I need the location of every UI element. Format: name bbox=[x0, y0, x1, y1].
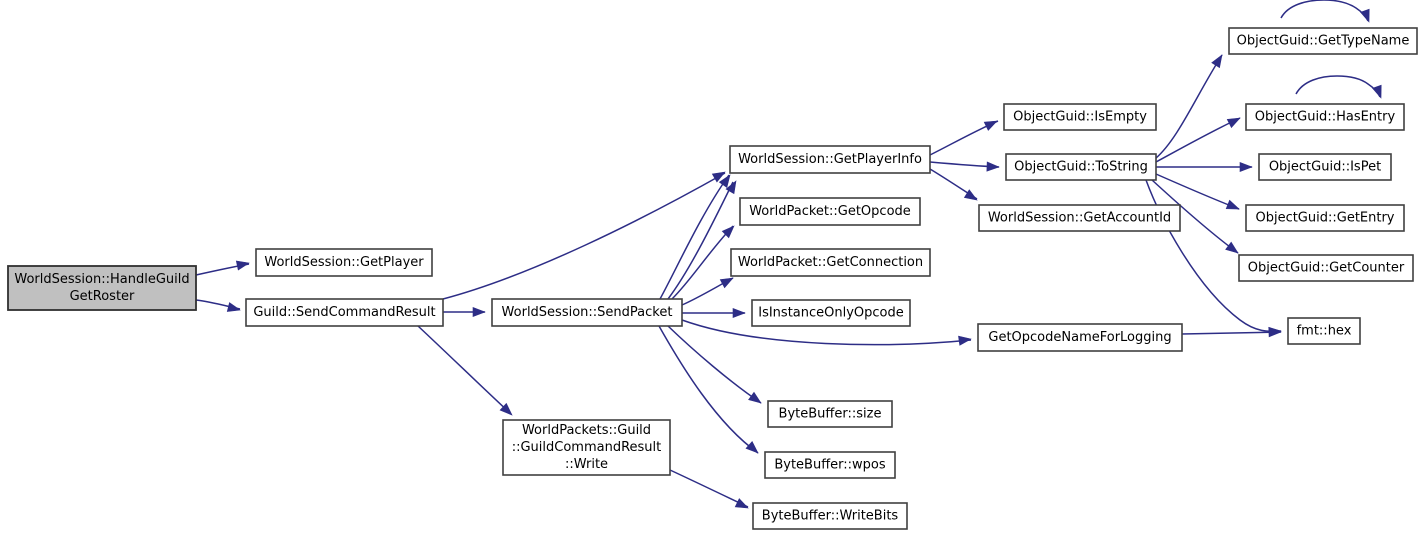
arrowhead-icon bbox=[235, 260, 250, 271]
arrowhead-icon bbox=[748, 391, 762, 404]
arrowhead-icon bbox=[499, 402, 513, 416]
node-objectguid-getcounter[interactable]: ObjectGuid::GetCounter bbox=[1238, 254, 1414, 282]
node-box[interactable] bbox=[1238, 254, 1414, 282]
node-box[interactable] bbox=[1245, 103, 1405, 131]
arrowhead-icon bbox=[719, 277, 734, 289]
node-box[interactable] bbox=[1287, 317, 1361, 345]
node-box[interactable] bbox=[739, 197, 921, 226]
call-edge bbox=[681, 319, 972, 346]
node-box[interactable] bbox=[752, 502, 908, 530]
node-guild-sendcommandresult[interactable]: Guild::SendCommandResult bbox=[245, 298, 444, 327]
nodes-layer: WorldSession::HandleGuildGetRosterWorldS… bbox=[7, 27, 1418, 530]
arrowhead-icon bbox=[725, 180, 737, 195]
node-box[interactable] bbox=[1005, 153, 1157, 181]
arrowhead-icon bbox=[1226, 117, 1241, 129]
call-edge bbox=[442, 172, 726, 300]
node-box[interactable] bbox=[7, 265, 197, 311]
arrowhead-icon bbox=[1268, 327, 1282, 338]
arrowhead-icon bbox=[472, 306, 486, 318]
node-worldpacket-getopcode[interactable]: WorldPacket::GetOpcode bbox=[739, 197, 921, 226]
node-box[interactable] bbox=[1228, 27, 1418, 55]
call-edge bbox=[417, 325, 512, 415]
node-objectguid-gettypename[interactable]: ObjectGuid::GetTypeName bbox=[1228, 27, 1418, 55]
node-objectguid-isempty[interactable]: ObjectGuid::IsEmpty bbox=[1003, 103, 1157, 131]
node-box[interactable] bbox=[491, 298, 683, 327]
call-edge bbox=[667, 181, 734, 300]
edge-self-loop bbox=[1295, 75, 1381, 98]
node-box[interactable] bbox=[764, 451, 896, 479]
node-isinstanceonlyopcode[interactable]: IsInstanceOnlyOpcode bbox=[751, 299, 911, 327]
call-edge bbox=[1155, 173, 1240, 210]
call-edge bbox=[659, 174, 730, 300]
node-box[interactable] bbox=[255, 248, 433, 277]
call-edge bbox=[658, 325, 759, 454]
arrowhead-icon bbox=[963, 189, 978, 201]
arrowhead-icon bbox=[958, 335, 972, 346]
node-box[interactable] bbox=[977, 323, 1183, 352]
node-objectguid-tostring[interactable]: ObjectGuid::ToString bbox=[1005, 153, 1157, 181]
node-bytebuffer-writebits[interactable]: ByteBuffer::WriteBits bbox=[752, 502, 908, 530]
node-box[interactable] bbox=[978, 204, 1181, 232]
arrowhead-icon bbox=[1239, 161, 1253, 173]
node-worldpackets-guild-guildcommandresult-write[interactable]: WorldPackets::Guild::GuildCommandResult:… bbox=[502, 419, 671, 476]
node-box[interactable] bbox=[502, 419, 671, 476]
call-edge bbox=[1155, 54, 1223, 159]
node-box[interactable] bbox=[751, 299, 911, 327]
node-box[interactable] bbox=[1003, 103, 1157, 131]
node-bytebuffer-wpos[interactable]: ByteBuffer::wpos bbox=[764, 451, 896, 479]
node-getopcodenameforlogging[interactable]: GetOpcodeNameForLogging bbox=[977, 323, 1183, 352]
arrowhead-icon bbox=[1225, 241, 1239, 254]
call-edge bbox=[667, 325, 762, 404]
call-edge bbox=[1155, 117, 1241, 163]
arrowhead-icon bbox=[1225, 199, 1240, 210]
node-worldsession-sendpacket[interactable]: WorldSession::SendPacket bbox=[491, 298, 683, 327]
arrowhead-icon bbox=[745, 441, 759, 454]
arrowhead-icon bbox=[1372, 84, 1382, 99]
node-box[interactable] bbox=[730, 248, 931, 277]
node-fmt-hex[interactable]: fmt::hex bbox=[1287, 317, 1361, 345]
call-edge bbox=[1181, 331, 1282, 335]
arrowhead-icon bbox=[983, 120, 998, 131]
call-edge bbox=[669, 469, 749, 508]
node-box[interactable] bbox=[1258, 153, 1392, 181]
edge-self-loop bbox=[1280, 0, 1369, 22]
node-objectguid-hasentry[interactable]: ObjectGuid::HasEntry bbox=[1245, 103, 1405, 131]
arrowhead-icon bbox=[1211, 54, 1223, 69]
arrowhead-icon bbox=[711, 171, 726, 183]
arrowhead-icon bbox=[1360, 8, 1370, 23]
arrowhead-icon bbox=[226, 302, 241, 312]
arrowhead-icon bbox=[721, 225, 735, 239]
node-worldpacket-getconnection[interactable]: WorldPacket::GetConnection bbox=[730, 248, 931, 277]
node-objectguid-getentry[interactable]: ObjectGuid::GetEntry bbox=[1245, 204, 1405, 232]
arrowhead-icon bbox=[734, 498, 749, 509]
arrowhead-icon bbox=[718, 174, 731, 188]
node-worldsession-getaccountid[interactable]: WorldSession::GetAccountId bbox=[978, 204, 1181, 232]
arrowheads-layer bbox=[226, 8, 1382, 509]
node-bytebuffer-size[interactable]: ByteBuffer::size bbox=[767, 400, 893, 428]
node-box[interactable] bbox=[729, 145, 931, 174]
node-objectguid-ispet[interactable]: ObjectGuid::IsPet bbox=[1258, 153, 1392, 181]
node-box[interactable] bbox=[1245, 204, 1405, 232]
arrowhead-icon bbox=[732, 307, 746, 319]
node-box[interactable] bbox=[245, 298, 444, 327]
arrowhead-icon bbox=[986, 161, 1000, 172]
node-worldsession-getplayer[interactable]: WorldSession::GetPlayer bbox=[255, 248, 433, 277]
node-worldsession-getplayerinfo[interactable]: WorldSession::GetPlayerInfo bbox=[729, 145, 931, 174]
call-edge bbox=[671, 225, 734, 300]
node-box[interactable] bbox=[767, 400, 893, 428]
